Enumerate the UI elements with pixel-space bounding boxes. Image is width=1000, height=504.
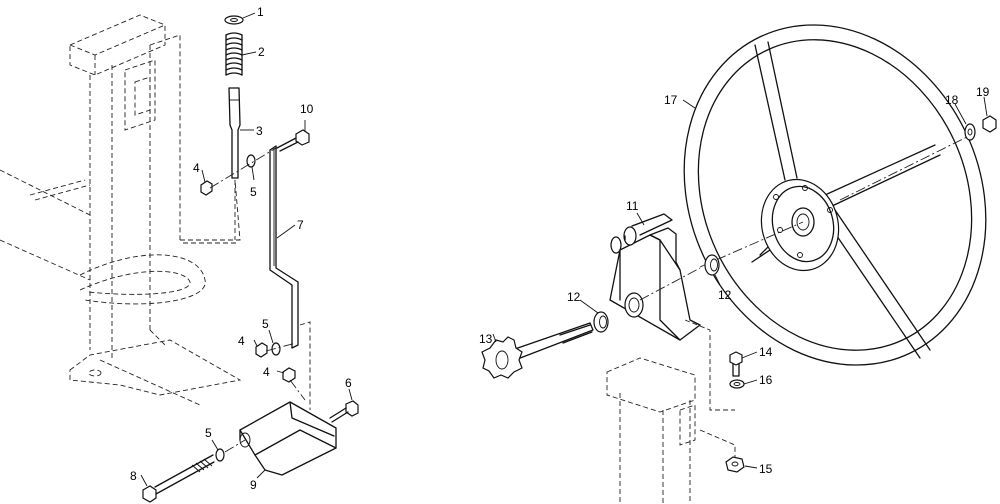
washer-part-18 bbox=[964, 123, 976, 141]
callout-13: 13 bbox=[479, 332, 493, 346]
bolt-part-6 bbox=[329, 400, 359, 423]
nut-part-4-middle bbox=[255, 342, 268, 358]
callout-3: 3 bbox=[256, 124, 263, 138]
callout-17: 17 bbox=[664, 93, 678, 107]
callout-7: 7 bbox=[297, 218, 304, 232]
frame-column-phantom bbox=[0, 14, 242, 406]
callout-6: 6 bbox=[345, 376, 352, 390]
nut-part-4-upper bbox=[200, 180, 213, 196]
callout-2: 2 bbox=[258, 45, 265, 59]
rod-part-3 bbox=[228, 87, 241, 179]
bushing-part-12-right bbox=[704, 254, 720, 276]
callout-12-right: 12 bbox=[718, 288, 732, 302]
bolt-part-8 bbox=[142, 454, 215, 503]
callout-18: 18 bbox=[945, 93, 959, 107]
spring-part-2 bbox=[225, 32, 243, 76]
callout-4-middle: 4 bbox=[238, 334, 245, 348]
callout-16: 16 bbox=[759, 373, 773, 387]
callout-1: 1 bbox=[257, 5, 264, 19]
link-part-7 bbox=[269, 145, 299, 349]
steering-bracket-part-11 bbox=[609, 213, 701, 341]
washer-part-16 bbox=[729, 379, 745, 389]
callout-labels: 1 2 3 4 5 10 7 4 5 4 6 5 8 9 11 12 12 13… bbox=[130, 5, 990, 492]
callout-11: 11 bbox=[626, 199, 639, 213]
nut-part-19 bbox=[982, 115, 997, 133]
steering-wheel-part-17 bbox=[683, 24, 987, 366]
callout-15: 15 bbox=[759, 462, 773, 476]
callout-leaders bbox=[140, 12, 988, 487]
callout-5-upper: 5 bbox=[250, 185, 257, 199]
washer-part-5-lower bbox=[215, 448, 225, 462]
callout-12-left: 12 bbox=[567, 290, 581, 304]
pedal-part-9 bbox=[239, 401, 337, 476]
callout-4-lower: 4 bbox=[263, 365, 270, 379]
callout-5-lower: 5 bbox=[205, 426, 212, 440]
column-phantom-right bbox=[606, 319, 736, 504]
callout-19: 19 bbox=[976, 85, 990, 99]
callout-4-upper: 4 bbox=[193, 161, 200, 175]
washer-part-1 bbox=[224, 15, 244, 25]
bolt-part-14 bbox=[729, 351, 743, 377]
callout-10: 10 bbox=[300, 102, 314, 116]
nut-part-4-lower bbox=[282, 367, 296, 383]
nut-part-15 bbox=[725, 456, 745, 473]
callout-8: 8 bbox=[130, 469, 137, 483]
bolt-part-10 bbox=[276, 129, 310, 152]
bushing-part-12-left bbox=[593, 311, 609, 333]
callout-9: 9 bbox=[250, 478, 257, 492]
pinion-shaft-part-13 bbox=[481, 322, 594, 379]
callout-14: 14 bbox=[759, 345, 773, 359]
callout-5-middle: 5 bbox=[262, 317, 269, 331]
